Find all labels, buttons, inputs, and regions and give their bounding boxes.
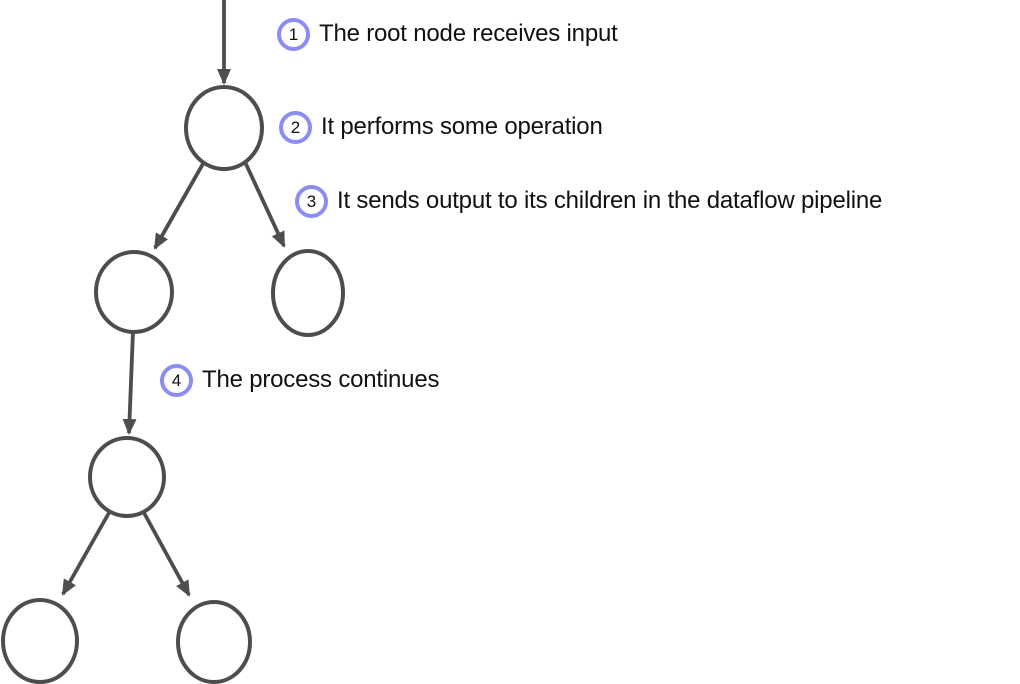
step-3-number-badge: 3 xyxy=(295,185,328,218)
step-2-label: It performs some operation xyxy=(321,113,603,141)
step-1-label: The root node receives input xyxy=(319,20,618,48)
step-annotation-1: 1 The root node receives input xyxy=(277,18,618,51)
tree-node-root xyxy=(184,85,264,171)
tree-node-leaf-right xyxy=(176,600,252,684)
tree-edge-grandchild-to-leaf-right xyxy=(141,510,191,597)
step-annotation-2: 2 It performs some operation xyxy=(279,111,603,144)
step-3-label: It sends output to its children in the d… xyxy=(337,187,883,215)
tree-edge-left-child-to-grandchild xyxy=(122,330,137,435)
tree-node-grandchild xyxy=(88,436,166,518)
step-2-number-badge: 2 xyxy=(279,111,312,144)
tree-edge-root-to-left-child xyxy=(153,161,206,250)
tree-edge-root-to-right-child xyxy=(243,161,286,248)
tree-nodes xyxy=(1,85,345,684)
tree-edges xyxy=(61,0,286,597)
step-annotation-3: 3 It sends output to its children in the… xyxy=(295,185,882,218)
step-4-number-badge: 4 xyxy=(160,364,193,397)
step-1-number-badge: 1 xyxy=(277,18,310,51)
step-annotation-4: 4 The process continues xyxy=(160,364,439,397)
step-4-label: The process continues xyxy=(202,366,440,394)
tree-node-right-child xyxy=(271,249,345,337)
tree-edge-grandchild-to-leaf-left xyxy=(61,510,112,596)
tree-node-left-child xyxy=(94,250,174,334)
tree-node-leaf-left xyxy=(1,598,79,684)
